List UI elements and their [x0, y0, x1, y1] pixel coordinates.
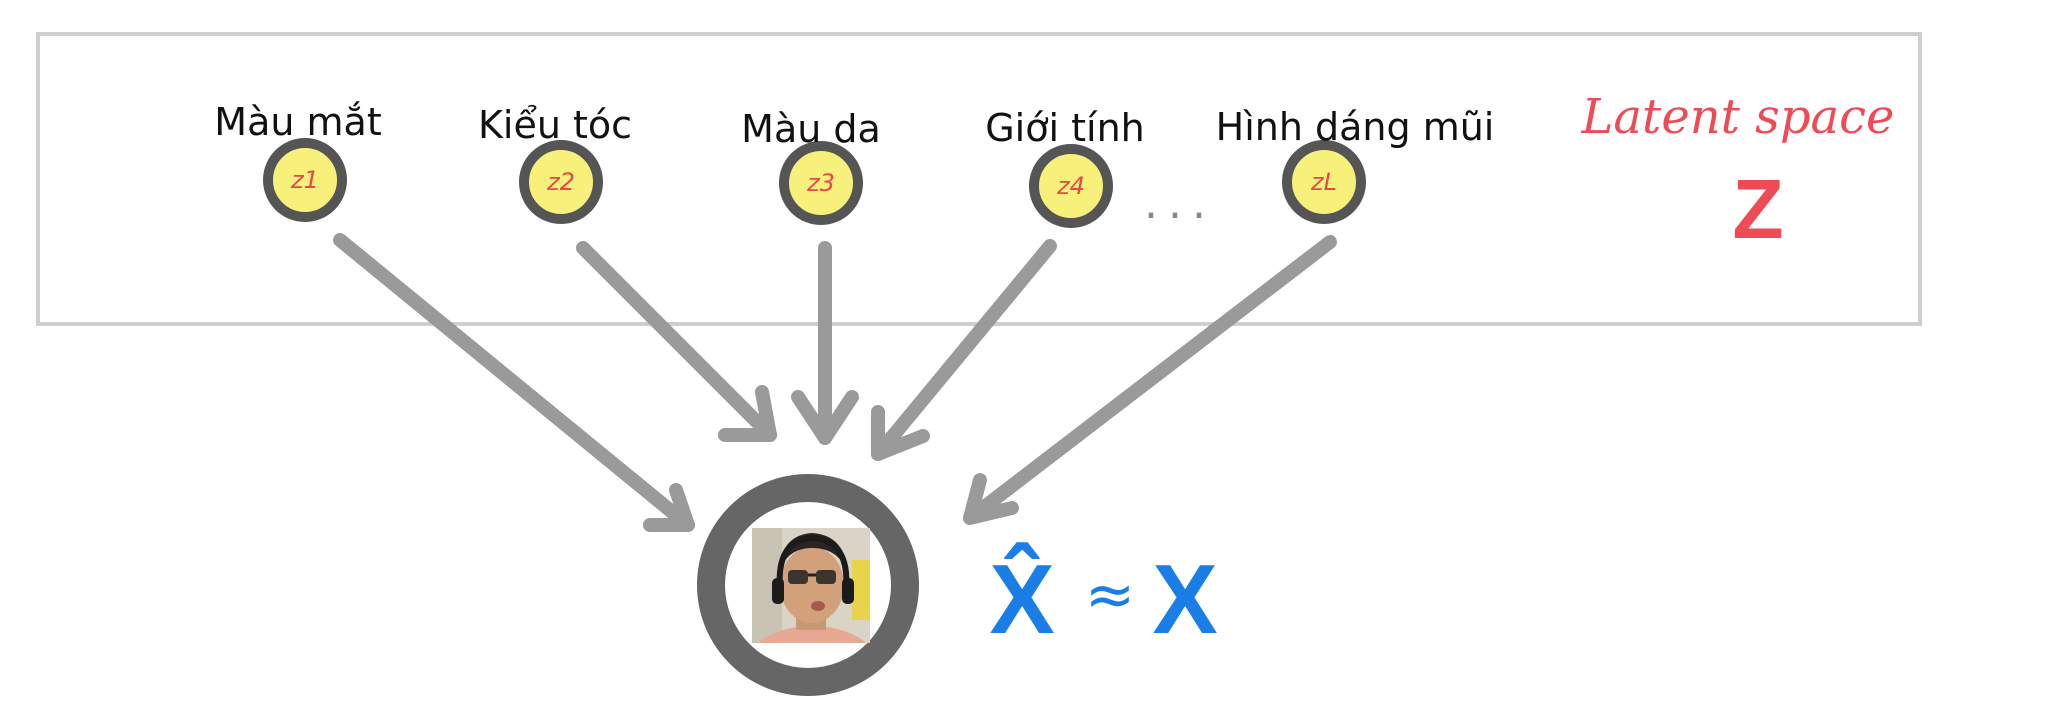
latent-node-z2: z2 Kiểu tóc	[478, 103, 632, 224]
latent-space-symbol: Z	[1732, 162, 1783, 256]
node-label-hinh-dang-mui: Hình dáng mũi	[1216, 105, 1495, 149]
approx-symbol: ≈	[1085, 560, 1135, 630]
latent-node-z4: z4 Giới tính	[985, 106, 1145, 228]
node-label-mau-mat: Màu mắt	[214, 100, 381, 144]
node-symbol: z3	[806, 169, 835, 197]
node-symbol: z4	[1056, 172, 1085, 200]
latent-node-zL: zL Hình dáng mũi	[1216, 105, 1495, 224]
arrow-z1	[333, 233, 695, 532]
ellipsis: ...	[1144, 178, 1216, 229]
latent-node-z3: z3 Màu da	[741, 107, 881, 225]
node-label-kieu-toc: Kiểu tóc	[478, 103, 632, 147]
arrow-zL	[963, 235, 1337, 525]
node-symbol: z2	[546, 168, 575, 196]
x-symbol: X	[1152, 544, 1217, 654]
reconstruction-equation: X̂ ≈ X	[989, 542, 1217, 654]
x-hat-symbol: X̂	[989, 542, 1054, 654]
node-symbol: z1	[290, 166, 319, 194]
arrows	[333, 233, 1337, 532]
face-photo	[752, 528, 870, 643]
output-node	[697, 474, 919, 696]
arrow-z2	[576, 241, 777, 442]
node-symbol: zL	[1310, 168, 1337, 196]
node-label-gioi-tinh: Giới tính	[985, 106, 1145, 150]
arrow-z4	[871, 239, 1057, 461]
latent-node-z1: z1 Màu mắt	[214, 100, 382, 222]
node-label-mau-da: Màu da	[741, 107, 881, 151]
latent-space-title: Latent space	[1581, 89, 1895, 145]
arrow-z3	[791, 241, 859, 445]
